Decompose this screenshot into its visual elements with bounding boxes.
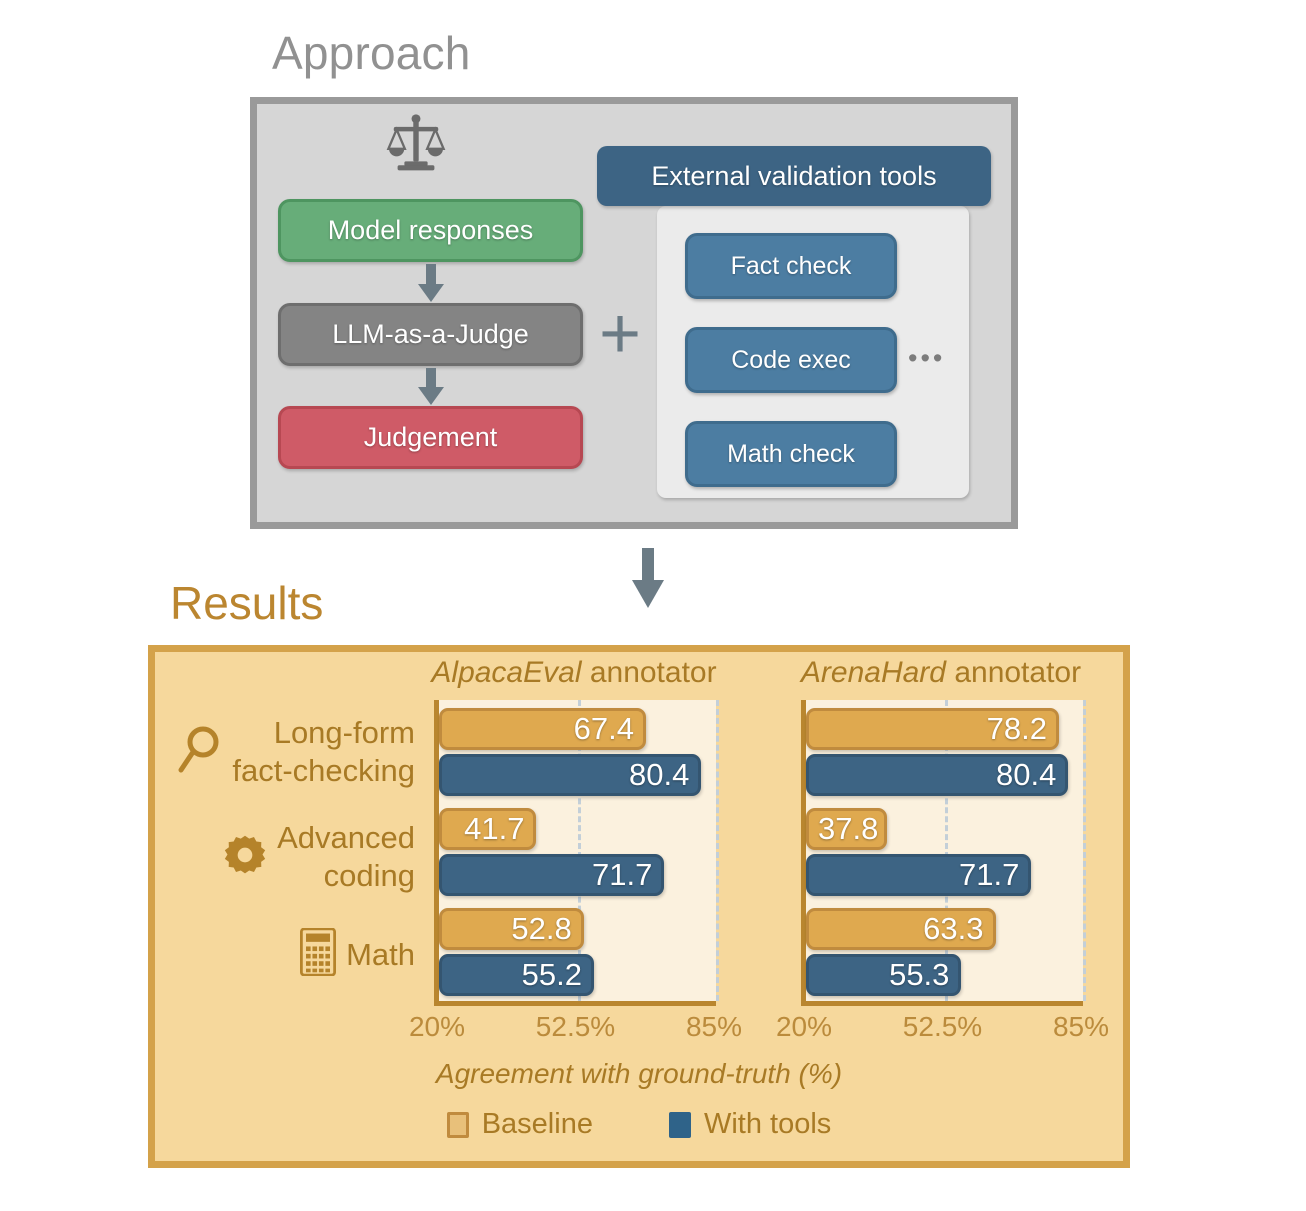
tool-box-fact-check[interactable]: Fact check: [685, 233, 897, 299]
plus-icon: +: [598, 294, 642, 374]
legend-swatch-with-tools-icon: [668, 1111, 691, 1138]
bar-with-tools-0: 80.4: [439, 754, 702, 796]
tool-box-code-exec[interactable]: Code exec: [685, 327, 897, 393]
category-label-text: Math: [346, 936, 415, 974]
flow-box-llm-as-a-judge[interactable]: LLM-as-a-Judge: [278, 303, 583, 366]
legend-label-baseline: Baseline: [481, 1108, 593, 1140]
category-line-1: Advanced: [277, 820, 415, 855]
section-flow-arrow-icon: [628, 548, 668, 608]
bar-with-tools-2: 55.2: [439, 954, 594, 996]
x-tick-labels-1: 20% 52.5% 85%: [741, 1011, 1143, 1051]
bar-baseline-2: 52.8: [439, 908, 584, 950]
bar-with-tools-0: 80.4: [806, 754, 1069, 796]
category-label-text: Long-form fact-checking: [232, 714, 415, 790]
flow-arrow-1-icon: [418, 264, 444, 302]
results-section-title: Results: [170, 577, 324, 629]
category-line-1: Math: [346, 936, 415, 972]
chart-title-rest: annotator: [945, 656, 1082, 689]
x-tick-2: 85%: [1052, 1011, 1110, 1042]
x-tick-labels-0: 20% 52.5% 85%: [374, 1011, 776, 1051]
bar-baseline-0: 67.4: [439, 708, 646, 750]
gridline-85: [1083, 700, 1086, 1001]
category-label-math: Math: [300, 927, 415, 981]
x-axis-label: Agreement with ground-truth (%): [435, 1058, 843, 1089]
bar-with-tools-1: 71.7: [439, 854, 665, 896]
bar-baseline-1: 41.7: [439, 808, 537, 850]
category-line-1: Long-form: [273, 715, 415, 750]
chart-title-italic: ArenaHard: [800, 656, 946, 689]
category-line-2: fact-checking: [232, 753, 415, 788]
bar-baseline-0: 78.2: [806, 708, 1060, 750]
flow-box-model-responses[interactable]: Model responses: [278, 199, 583, 262]
x-tick-0: 20%: [408, 1011, 466, 1042]
gear-icon: [223, 833, 267, 882]
approach-section-title: Approach: [272, 27, 471, 79]
more-tools-ellipsis-icon: •••: [908, 343, 946, 373]
gridline-85: [716, 700, 719, 1001]
bar-baseline-1: 37.8: [806, 808, 887, 850]
calculator-icon: [300, 927, 337, 981]
x-tick-0: 20%: [775, 1011, 833, 1042]
x-tick-2: 85%: [685, 1011, 743, 1042]
chart-title-0: AlpacaEval annotator: [394, 656, 754, 690]
category-label-advanced-coding: Advanced coding: [223, 819, 415, 895]
flow-arrow-2-icon: [418, 368, 444, 405]
bar-with-tools-2: 55.3: [806, 954, 962, 996]
external-validation-tools-header: External validation tools: [597, 146, 991, 206]
bar-with-tools-1: 71.7: [806, 854, 1032, 896]
category-line-2: coding: [323, 858, 415, 893]
legend-item-with-tools[interactable]: With tools: [668, 1108, 832, 1141]
flow-box-judgement[interactable]: Judgement: [278, 406, 583, 469]
gridline-52.5: [577, 700, 581, 1001]
magnifier-icon: [178, 725, 222, 780]
category-label-long-form-fact-checking: Long-form fact-checking: [178, 714, 415, 790]
chart-legend: Baseline With tools: [148, 1108, 1130, 1141]
gridline-52.5: [944, 700, 948, 1001]
legend-swatch-baseline-icon: [446, 1111, 469, 1138]
chart-title-italic: AlpacaEval: [431, 656, 582, 689]
chart-title-rest: annotator: [581, 656, 717, 689]
category-labels: Long-form fact-checking Advanced coding: [160, 700, 425, 1005]
category-label-text: Advanced coding: [277, 819, 415, 895]
tool-box-math-check[interactable]: Math check: [685, 421, 897, 487]
x-tick-1: 52.5%: [535, 1011, 616, 1042]
bar-baseline-2: 63.3: [806, 908, 996, 950]
x-tick-1: 52.5%: [902, 1011, 983, 1042]
balance-scales-icon: [385, 112, 447, 174]
legend-item-baseline[interactable]: Baseline: [446, 1108, 593, 1141]
chart-title-1: ArenaHard annotator: [761, 656, 1121, 690]
legend-label-with-tools: With tools: [703, 1108, 832, 1140]
